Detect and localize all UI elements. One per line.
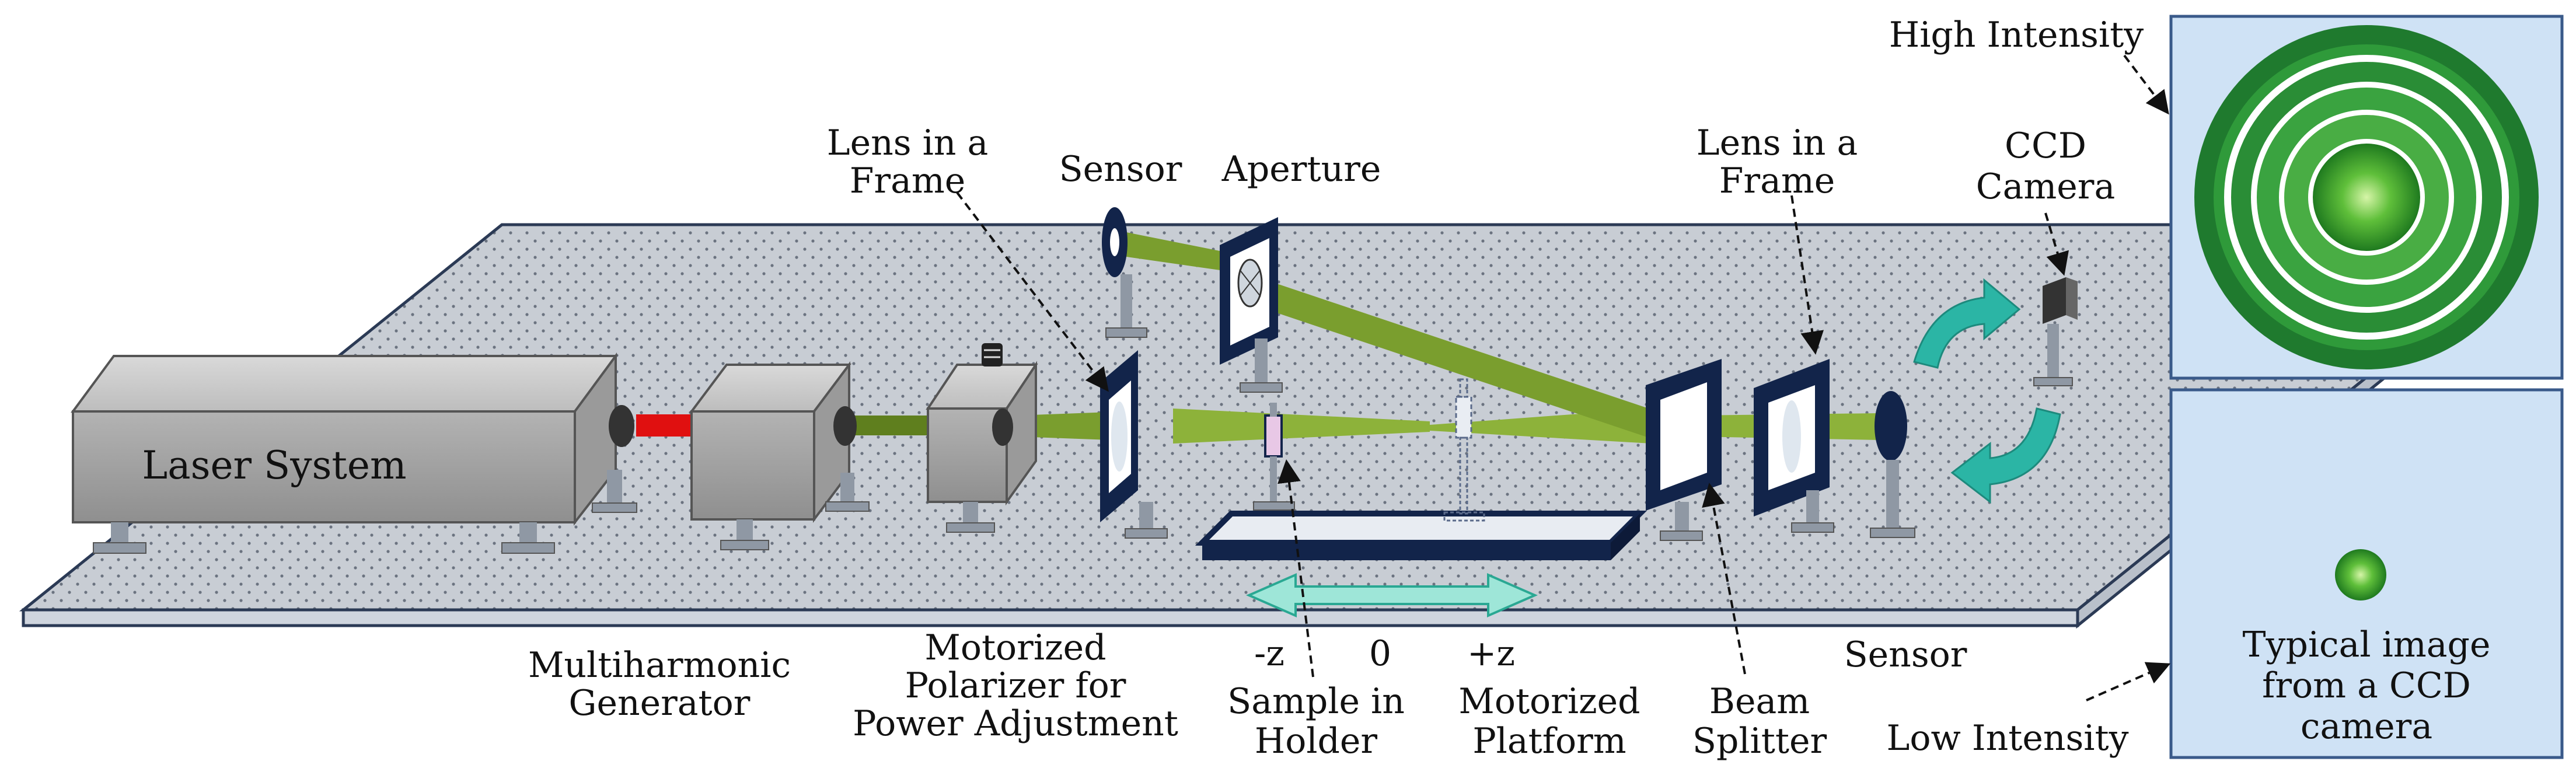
label-typical-1: Typical image — [2243, 624, 2491, 665]
ccd-camera-device — [2033, 277, 2078, 386]
label-high-intensity: High Intensity — [1889, 15, 2144, 55]
aperture-device — [1220, 217, 1283, 393]
reflected-beam-aperture — [1249, 274, 1657, 441]
label-aperture: Aperture — [1221, 149, 1381, 190]
label-polarizer-2: Polarizer for — [905, 665, 1126, 706]
sensor-bottom-device — [1870, 391, 1915, 538]
label-multiharmonic-2: Generator — [569, 683, 751, 724]
label-low-intensity: Low Intensity — [1887, 718, 2129, 759]
label-ccd-1: CCD — [2005, 125, 2086, 166]
sample-holder-ghost — [1443, 378, 1485, 522]
label-typical-3: camera — [2301, 706, 2432, 747]
label-polarizer-1: Motorized — [924, 627, 1106, 668]
double-arrow-icon — [1246, 572, 1538, 618]
reflected-beam-sensor — [1126, 232, 1249, 274]
red-beam — [636, 414, 694, 437]
high-intensity-panel — [2169, 15, 2564, 380]
label-laser-system: Laser System — [142, 443, 406, 488]
sample-holder — [1253, 403, 1295, 511]
laser-beams — [636, 232, 1879, 444]
curved-arrow-icon — [1913, 278, 2061, 504]
motor-icon — [982, 343, 1003, 366]
label-typical-2: from a CCD — [2262, 665, 2471, 706]
label-sample-1: Sample in — [1227, 681, 1405, 722]
label-lens1-1: Lens in a — [827, 123, 989, 163]
label-ccd-2: Camera — [1976, 166, 2116, 207]
focus-beam-left — [1173, 409, 1430, 444]
lens-frame-1 — [1100, 350, 1168, 539]
sensor-top-device — [1102, 207, 1147, 338]
label-lens2-2: Frame — [1719, 160, 1835, 201]
label-sample-2: Holder — [1255, 721, 1378, 762]
label-polarizer-3: Power Adjustment — [853, 703, 1178, 744]
beam-splitter — [1646, 359, 1722, 541]
label-plus-z: +z — [1467, 633, 1515, 674]
label-lens2-1: Lens in a — [1697, 123, 1858, 163]
low-intensity-panel — [2169, 388, 2564, 759]
lens-frame-2 — [1754, 359, 1834, 533]
multiharmonic-generator — [689, 361, 870, 550]
leader-lines — [956, 54, 2171, 701]
green-beam-2 — [1015, 411, 1126, 441]
label-platform-2: Platform — [1472, 721, 1626, 762]
label-lens1-2: Frame — [850, 160, 966, 201]
label-minus-z: -z — [1254, 633, 1284, 674]
label-zero: 0 — [1369, 633, 1391, 674]
laser-system — [71, 352, 637, 554]
green-beam-1 — [840, 416, 940, 435]
label-sensor-top: Sensor — [1059, 149, 1182, 190]
label-platform-1: Motorized — [1458, 681, 1640, 722]
motorized-platform — [1195, 511, 1647, 560]
label-multiharmonic-1: Multiharmonic — [528, 645, 791, 686]
label-beam-splitter-1: Beam — [1709, 681, 1810, 722]
label-beam-splitter-2: Splitter — [1692, 721, 1827, 762]
label-sensor-bottom: Sensor — [1844, 634, 1967, 675]
motorized-polarizer — [926, 343, 1038, 533]
